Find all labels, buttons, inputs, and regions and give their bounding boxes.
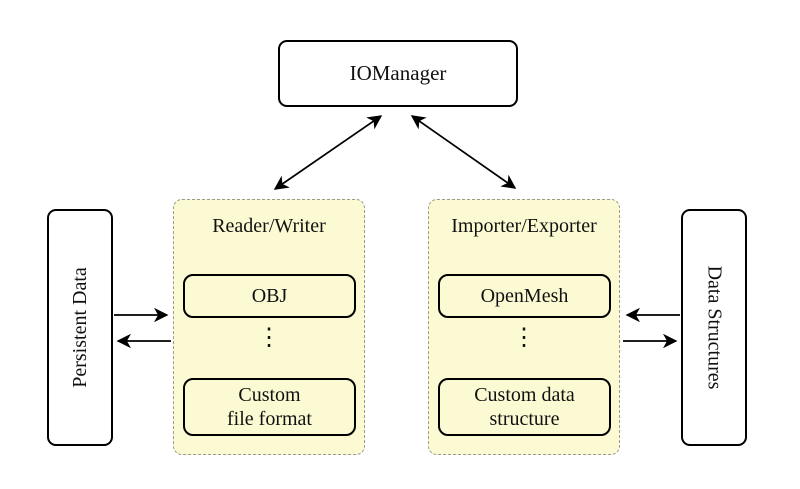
arrow-iomanager-importerexporter [410, 115, 517, 189]
iomanager-box: IOManager [278, 40, 518, 107]
custom-data-structure-line1: Custom data [474, 384, 575, 406]
iomanager-label: IOManager [349, 61, 447, 85]
reader-writer-panel: Reader/Writer OBJ ⋮ Custom file format [173, 199, 365, 455]
persistent-data-box: Persistent Data [47, 209, 113, 446]
data-structures-box: Data Structures [681, 209, 747, 446]
openmesh-box: OpenMesh [438, 274, 611, 318]
openmesh-label: OpenMesh [480, 285, 569, 307]
custom-data-structure-line2: structure [489, 408, 560, 430]
reader-writer-title: Reader/Writer [212, 215, 326, 237]
obj-box: OBJ [183, 274, 356, 318]
obj-label: OBJ [251, 285, 288, 307]
data-structures-label: Data Structures [703, 265, 726, 390]
persistent-data-label: Persistent Data [68, 267, 91, 388]
custom-data-structure-box: Custom data structure [438, 378, 611, 436]
arrow-iomanager-readerwriter [273, 115, 383, 190]
vertical-dots: ⋮ [257, 325, 281, 351]
importer-exporter-panel: Importer/Exporter OpenMesh ⋮ Custom data… [428, 199, 620, 455]
importer-exporter-title: Importer/Exporter [451, 215, 597, 237]
custom-file-format-line2: file format [227, 408, 312, 430]
vertical-dots: ⋮ [512, 325, 536, 351]
custom-file-format-box: Custom file format [183, 378, 356, 436]
custom-file-format-line1: Custom [238, 384, 301, 406]
